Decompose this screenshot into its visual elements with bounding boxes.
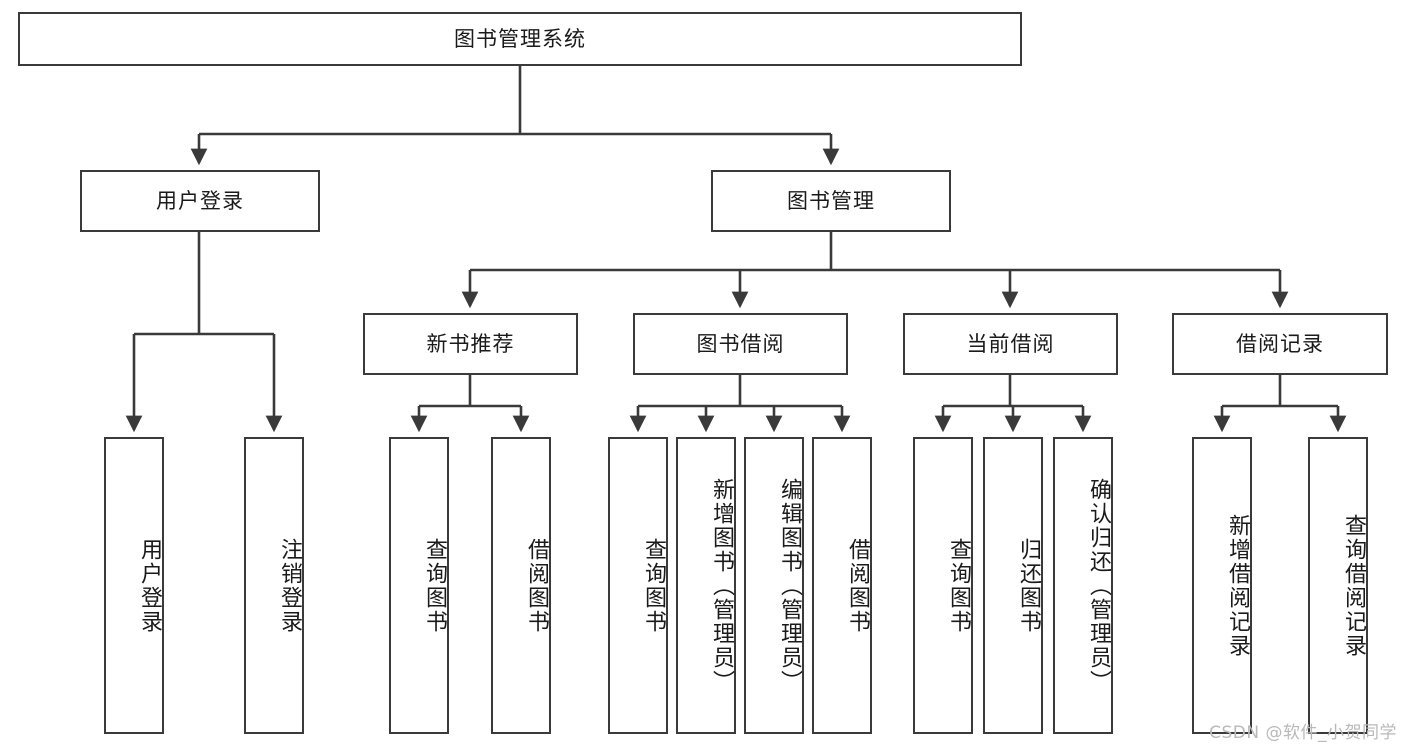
leaf-borrow-query-book[interactable]: 查询图书 <box>608 437 668 734</box>
leaf-user-login-logout[interactable]: 注销登录 <box>244 437 304 734</box>
leaf-current-return-book[interactable]: 归还图书 <box>983 437 1043 734</box>
node-label: 借阅记录 <box>1236 331 1324 356</box>
leaf-borrow-add-book-admin[interactable]: 新增图书（管理员） <box>676 437 736 734</box>
node-label: 新增图书（管理员） <box>709 477 734 694</box>
csdn-watermark: CSDN @软件_小贺同学 <box>1209 723 1397 743</box>
node-book-management[interactable]: 图书管理 <box>711 170 951 232</box>
node-label: 当前借阅 <box>966 331 1055 356</box>
leaf-borrow-borrow-book[interactable]: 借阅图书 <box>812 437 872 734</box>
node-label: 图书借阅 <box>696 331 785 356</box>
node-borrow-record[interactable]: 借阅记录 <box>1172 313 1388 375</box>
node-book-management-system[interactable]: 图书管理系统 <box>18 12 1022 66</box>
node-label: 图书管理 <box>787 188 875 213</box>
node-label: 查询图书 <box>946 537 971 634</box>
node-book-borrow[interactable]: 图书借阅 <box>633 313 848 375</box>
node-label: 新书推荐 <box>426 331 515 356</box>
node-label: 查询图书 <box>641 537 666 634</box>
node-label: 借阅图书 <box>524 537 549 634</box>
leaf-new-book-borrow-book[interactable]: 借阅图书 <box>491 437 551 734</box>
node-label: 编辑图书（管理员） <box>777 477 802 694</box>
leaf-record-query-record[interactable]: 查询借阅记录 <box>1308 437 1368 734</box>
node-label: 归还图书 <box>1016 537 1041 634</box>
node-label: 用户登录 <box>156 188 244 213</box>
leaf-new-book-query-book[interactable]: 查询图书 <box>389 437 449 734</box>
leaf-record-add-record[interactable]: 新增借阅记录 <box>1192 437 1252 734</box>
node-label: 确认归还（管理员） <box>1086 477 1111 694</box>
leaf-current-confirm-return-admin[interactable]: 确认归还（管理员） <box>1053 437 1113 734</box>
node-label: 图书管理系统 <box>454 26 586 51</box>
node-label: 查询图书 <box>422 537 447 634</box>
node-label: 新增借阅记录 <box>1225 513 1250 658</box>
leaf-borrow-edit-book-admin[interactable]: 编辑图书（管理员） <box>744 437 804 734</box>
node-label: 注销登录 <box>277 537 302 634</box>
leaf-user-login-login[interactable]: 用户登录 <box>104 437 164 734</box>
node-label: 查询借阅记录 <box>1341 513 1366 658</box>
node-current-borrow[interactable]: 当前借阅 <box>903 313 1118 375</box>
node-user-login[interactable]: 用户登录 <box>80 170 320 232</box>
node-new-book-recommendation[interactable]: 新书推荐 <box>363 313 578 375</box>
node-label: 用户登录 <box>137 537 162 634</box>
node-label: 借阅图书 <box>845 537 870 634</box>
leaf-current-query-book[interactable]: 查询图书 <box>913 437 973 734</box>
